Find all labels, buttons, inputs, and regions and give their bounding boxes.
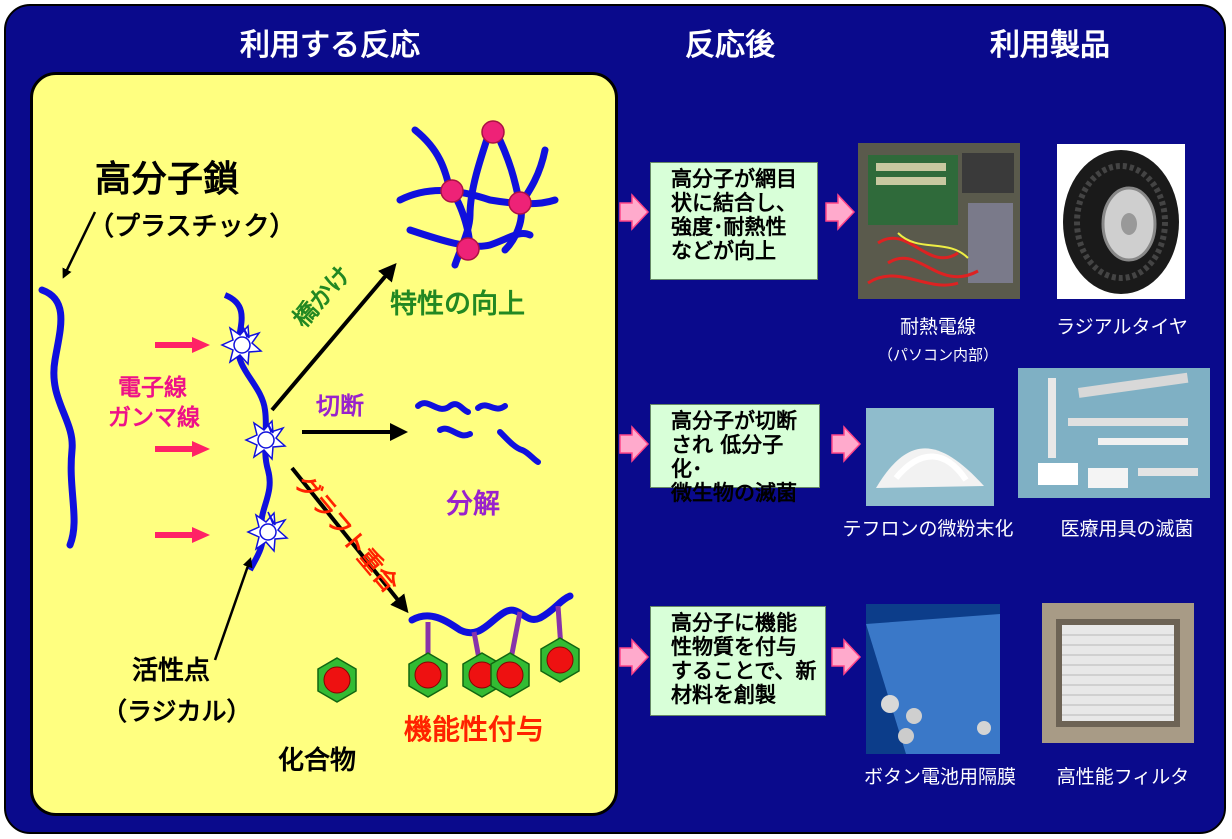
graft-arrow xyxy=(290,466,409,614)
result-line: 状に結合し、 xyxy=(671,191,797,215)
battery-separator-photo xyxy=(866,604,1000,754)
decomposition-label: 分解 xyxy=(446,489,500,520)
result-line: などが向上 xyxy=(671,239,776,263)
radial-tire-caption: ラジアルタイヤ xyxy=(1056,316,1188,338)
polymer-pointer-arrow xyxy=(62,211,97,279)
functionalization-label: 機能性付与 xyxy=(404,713,545,746)
compound-label: 化合物 xyxy=(278,746,357,776)
flow-arrows xyxy=(619,193,862,676)
active-site-label: 活性点 xyxy=(132,656,211,686)
result-line: 強度･耐熱性 xyxy=(671,215,787,239)
result-box-crosslink: 高分子が網目 状に結合し、 強度･耐熱性 などが向上 xyxy=(650,162,818,280)
result-line: することで、新 xyxy=(671,659,817,683)
heat-wire-caption: 耐熱電線 xyxy=(899,316,976,338)
medical-tools-photo xyxy=(1018,368,1210,498)
compound-molecules xyxy=(317,637,580,703)
result-line: 性物質を付与 xyxy=(671,635,797,659)
teflon-caption: テフロンの微粉末化 xyxy=(842,518,1014,540)
radiation-arrows xyxy=(155,337,210,543)
result-line: 高分子が網目 xyxy=(671,167,797,191)
result-line: され 低分子化･ xyxy=(671,433,784,481)
teflon-powder-photo xyxy=(866,408,994,506)
result-line: 材料を創製 xyxy=(671,683,776,707)
polymer-chain-label: 高分子鎖 xyxy=(95,159,240,200)
active-site-stars xyxy=(220,324,289,553)
pc-inside-caption: （パソコン内部） xyxy=(877,346,998,364)
decomposed-fragments xyxy=(415,400,541,465)
scission-label: 切断 xyxy=(316,392,364,420)
tire-photo xyxy=(1057,144,1185,299)
polymer-chain xyxy=(38,286,78,549)
medical-caption: 医療用具の滅菌 xyxy=(1060,518,1194,540)
filter-photo xyxy=(1042,603,1194,743)
crosslink-points xyxy=(440,120,532,261)
header-after-reaction: 反応後 xyxy=(685,28,775,63)
heat-wire-photo xyxy=(858,143,1020,299)
gamma-ray-label: ガンマ線 xyxy=(108,405,200,431)
header-reaction: 利用する反応 xyxy=(240,28,420,63)
filter-caption: 高性能フィルタ xyxy=(1056,766,1190,788)
property-improvement-label: 特性の向上 xyxy=(390,289,525,320)
result-box-graft: 高分子に機能 性物質を付与 することで、新 材料を創製 xyxy=(650,606,826,716)
result-line: 微生物の滅菌 xyxy=(671,481,797,505)
radical-label: （ラジカル） xyxy=(102,697,252,726)
crosslink-arrow xyxy=(270,262,397,412)
active-site-pointer-arrow xyxy=(213,557,253,661)
header-products: 利用製品 xyxy=(990,28,1110,63)
result-line: 高分子に機能 xyxy=(671,611,797,635)
result-box-scission: 高分子が切断 され 低分子化･ 微生物の滅菌 xyxy=(650,404,820,505)
electron-beam-label: 電子線 xyxy=(118,375,187,401)
battery-caption: ボタン電池用隔膜 xyxy=(863,766,1016,788)
result-line: 高分子が切断 xyxy=(671,409,797,433)
plastic-label: （プラスチック） xyxy=(88,212,296,242)
